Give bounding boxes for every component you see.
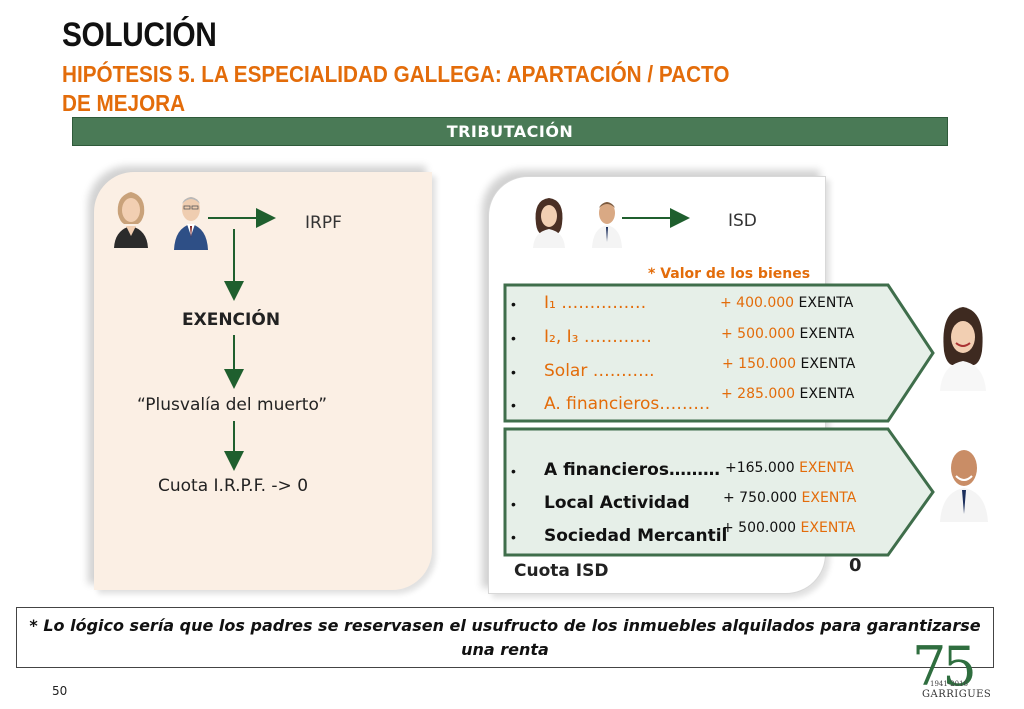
- amount-value: + 750.000: [723, 490, 798, 506]
- logo-name: GARRIGUES: [922, 689, 992, 700]
- asset-amount: +165.000 EXENTA: [725, 460, 854, 476]
- bullet: •: [511, 463, 516, 479]
- exempt-status: EXENTA: [800, 356, 856, 372]
- daughter-assets-box: • I₁ …………… + 400.000 EXENTA • I₂, I₃ …………: [503, 283, 935, 423]
- arrow-shape: [503, 427, 935, 557]
- exempt-status: EXENTA: [799, 326, 855, 342]
- exempt-status: EXENTA: [801, 490, 857, 506]
- asset-amount: + 750.000 EXENTA: [723, 490, 856, 506]
- amount-value: + 285.000: [721, 386, 796, 402]
- asset-label: Sociedad Mercantil: [544, 526, 728, 546]
- isd-label: ISD: [728, 211, 757, 231]
- isd-quota-label: Cuota ISD: [514, 561, 609, 581]
- asset-label: Solar ………..: [544, 361, 655, 381]
- daughter-beneficiary-icon: [940, 307, 986, 391]
- irpf-label: IRPF: [305, 213, 342, 233]
- asset-label: A. financieros………: [544, 394, 711, 414]
- amount-value: + 400.000: [720, 295, 795, 311]
- exempt-status: EXENTA: [799, 460, 854, 476]
- footnote-box: * Lo lógico sería que los padres se rese…: [16, 607, 994, 668]
- amount-value: +165.000: [725, 460, 795, 476]
- bullet: •: [511, 397, 516, 413]
- garrigues-logo: 75 1941-2016 GARRIGUES: [912, 635, 992, 705]
- mother-icon: [114, 192, 148, 248]
- exemption-label: EXENCIÓN: [182, 310, 281, 330]
- exempt-status: EXENTA: [799, 386, 855, 402]
- son-assets-box: • A financieros……… +165.000 EXENTA • Loc…: [503, 427, 935, 557]
- slide-title: SOLUCIÓN: [62, 16, 217, 54]
- amount-value: + 500.000: [721, 326, 796, 342]
- bullet: •: [511, 330, 516, 346]
- amount-value: + 500.000: [722, 520, 797, 536]
- assets-value-note: * Valor de los bienes: [648, 266, 811, 282]
- left-panel: [94, 172, 432, 590]
- logo-number: 75: [912, 635, 977, 698]
- exempt-status: EXENTA: [800, 520, 856, 536]
- asset-amount: + 400.000 EXENTA: [720, 295, 853, 311]
- arrow-shape: [503, 283, 935, 423]
- father-icon: [174, 197, 208, 250]
- asset-label: A financieros………: [544, 460, 720, 480]
- isd-quota-value: 0: [849, 555, 862, 576]
- son-beneficiary-icon: [940, 450, 988, 522]
- asset-amount: + 500.000 EXENTA: [722, 520, 855, 536]
- bullet: •: [511, 296, 516, 312]
- asset-amount: + 285.000 EXENTA: [721, 386, 854, 402]
- bullet: •: [511, 529, 516, 545]
- bullet: •: [511, 364, 516, 380]
- asset-amount: + 500.000 EXENTA: [721, 326, 854, 342]
- asset-amount: + 150.000 EXENTA: [722, 356, 855, 372]
- daughter-icon: [533, 198, 565, 248]
- left-flow-arrows: [208, 208, 276, 471]
- exempt-status: EXENTA: [798, 295, 854, 311]
- capital-gain-label: “Plusvalía del muerto”: [137, 395, 328, 415]
- amount-value: + 150.000: [722, 356, 797, 372]
- bullet: •: [511, 496, 516, 512]
- irpf-quota-label: Cuota I.R.P.F. -> 0: [158, 476, 309, 496]
- section-bar: TRIBUTACIÓN: [72, 117, 948, 146]
- logo-years: 1941-2016: [930, 680, 968, 688]
- slide-subtitle: HIPÓTESIS 5. LA ESPECIALIDAD GALLEGA: AP…: [62, 61, 730, 116]
- son-icon: [592, 202, 622, 248]
- asset-label: Local Actividad: [544, 493, 690, 513]
- asset-label: I₂, I₃ …………: [544, 327, 652, 347]
- page-number: 50: [52, 684, 68, 698]
- isd-arrow: [622, 208, 690, 228]
- asset-label: I₁ ……………: [544, 293, 647, 313]
